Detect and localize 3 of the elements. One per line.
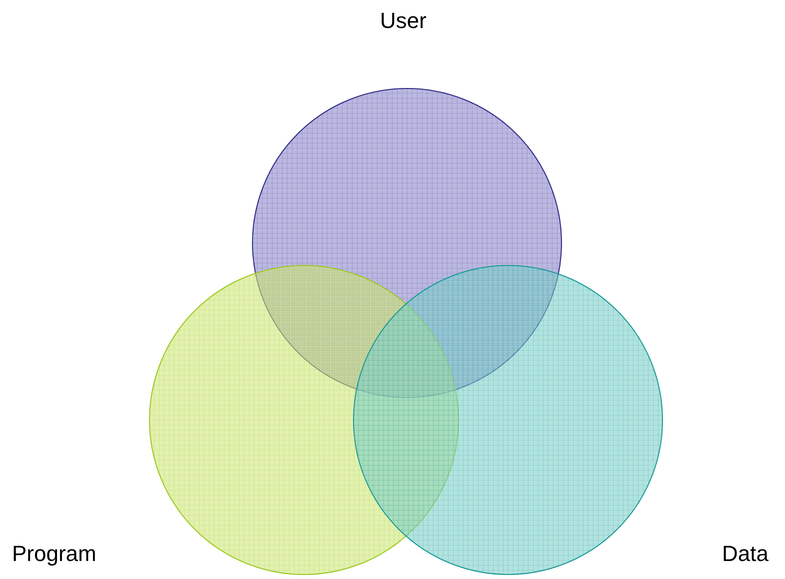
set-label: User [380, 10, 426, 32]
set-label: Data [722, 543, 768, 565]
set-label: Program [12, 543, 96, 565]
